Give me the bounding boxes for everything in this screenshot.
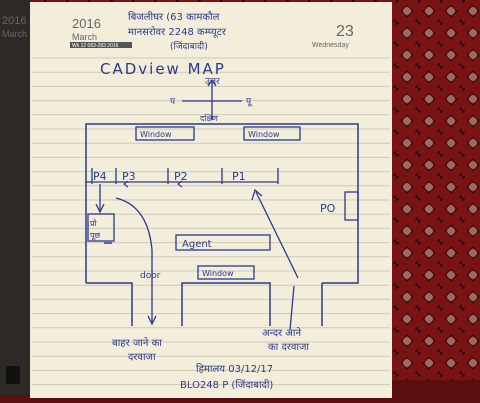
flow-arrows: [95, 184, 299, 331]
po-label: PO: [320, 202, 336, 215]
room-outline: [85, 123, 359, 326]
booth-p4: P4: [93, 170, 107, 183]
booth-row: [86, 168, 279, 184]
booth-p3: P3: [122, 170, 136, 183]
booth-p1: P1: [232, 170, 246, 183]
window-bottom: [197, 265, 255, 280]
entry-label-2: का दरवाजा: [268, 342, 309, 353]
diary-month: March: [72, 32, 97, 42]
header-line-2: मानसरोवर 2248 कम्प्यूटर: [128, 26, 227, 38]
map-title: CADview MAP: [100, 60, 226, 78]
diary-day: 23: [336, 23, 354, 40]
window-left: [135, 126, 195, 141]
compass-west: प: [170, 97, 176, 107]
compass-north: उत्तर: [205, 77, 220, 87]
exit-label-2: दरवाजा: [128, 352, 156, 363]
compass-south: दक्षिण: [200, 113, 218, 123]
corner-box: [87, 213, 115, 242]
diary-year: 2016: [72, 16, 101, 31]
compass: [182, 78, 242, 120]
signature-line-1: हिमालय 03/12/17: [196, 363, 273, 375]
window-right-label: Window: [248, 130, 280, 139]
week-info: Wk 12 083-283 2016: [72, 43, 119, 49]
booth-p2: P2: [174, 170, 188, 183]
corner-box-label-1: प्रो: [90, 218, 98, 228]
diary-weekday: Wednesday: [312, 42, 349, 49]
agent-table: [175, 234, 271, 251]
compass-east: पू: [246, 97, 253, 107]
signature-line-2: BLO248 P (जिंदाबादी): [180, 379, 273, 391]
booth-flow-arrows: [123, 180, 183, 188]
left-month: March: [2, 29, 27, 39]
agent-label: Agent: [182, 239, 212, 250]
left-year: 2016: [2, 15, 26, 27]
left-page-strip: [0, 0, 32, 395]
entry-label-1: अन्दर आने: [262, 327, 302, 339]
window-bottom-label: Window: [202, 269, 234, 278]
window-right: [243, 126, 301, 141]
window-left-label: Window: [140, 130, 172, 139]
header-line-3: (जिंदाबादी): [170, 40, 208, 52]
exit-label-1: बाहर जाने का: [112, 337, 162, 349]
week-info-bar: [70, 42, 132, 48]
po-box: [344, 191, 359, 221]
header-line-1: बिजलीघर (63 कामकौल: [128, 11, 220, 23]
left-page-tab: [6, 366, 20, 384]
corner-box-label-2: पूछ: [90, 231, 101, 241]
door-label: door: [140, 271, 161, 281]
